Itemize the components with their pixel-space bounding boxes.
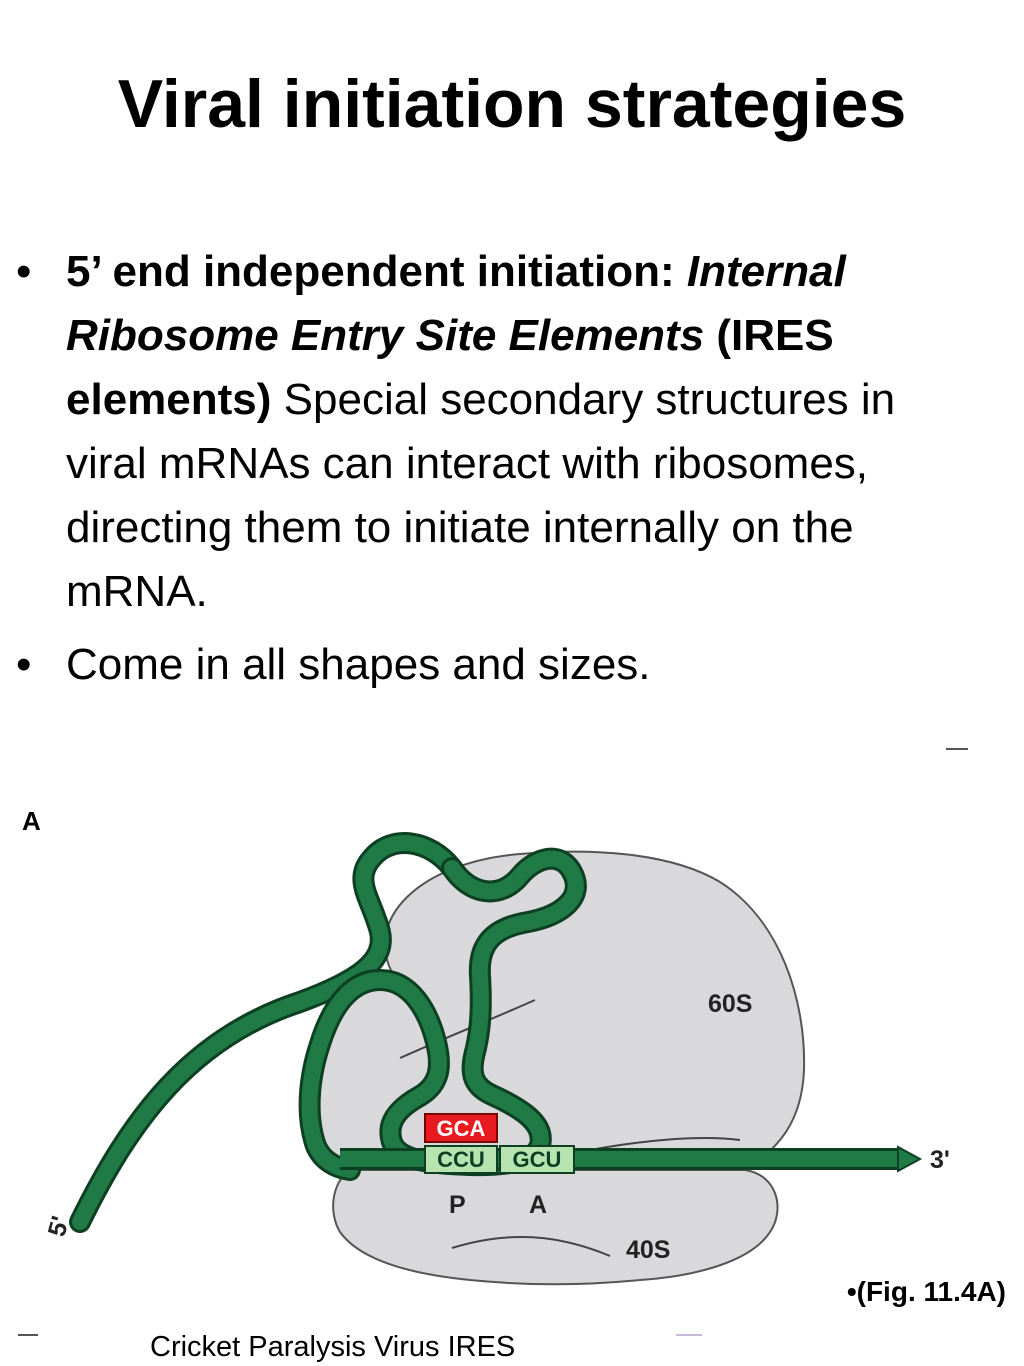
- ires-diagram: A GCA CCU GCU 60S 40S P A 3' 5': [22, 806, 950, 1286]
- decorative-dash: [18, 1334, 38, 1336]
- label-3prime-end: 3': [930, 1146, 950, 1174]
- bullet-abbrev: (IRES elements): [66, 311, 834, 424]
- codon-label-ccu: CCU: [437, 1147, 485, 1172]
- mrna-3prime-arrowhead: [897, 1145, 923, 1173]
- ribosome-40s-subunit: [332, 1169, 779, 1286]
- bullet-item-shapes: Come in all shapes and sizes.: [16, 633, 966, 697]
- decorative-dash: [676, 1334, 702, 1336]
- label-60s: 60S: [708, 990, 752, 1018]
- codon-label-gca: GCA: [437, 1116, 486, 1141]
- label-40s: 40S: [626, 1236, 670, 1264]
- codon-box-ccu: [424, 1145, 498, 1174]
- mrna-5prime-strand-fill: [72, 835, 460, 1230]
- bullet-list: 5’ end independent initiation: Internal …: [16, 240, 966, 706]
- panel-letter: A: [22, 806, 41, 836]
- slide-title: Viral initiation strategies: [117, 66, 907, 142]
- ribosome-fold-line: [451, 1236, 611, 1257]
- bullet-shapes-text: Come in all shapes and sizes.: [66, 640, 651, 689]
- bullet-lead: 5’ end independent initiation:: [66, 247, 675, 296]
- label-5prime-end: 5': [43, 1213, 75, 1239]
- bullet-italic-term: Internal Ribosome Entry Site Elements: [66, 247, 846, 360]
- ribosome-fold-line: [399, 999, 536, 1059]
- figure-caption: Cricket Paralysis Virus IRES: [150, 1331, 516, 1363]
- codon-box-gca: [424, 1113, 498, 1143]
- decorative-dash: [946, 748, 968, 750]
- codon-box-gcu: [499, 1145, 575, 1174]
- figure-reference: •(Fig. 11.4A): [846, 1276, 1006, 1307]
- label-p-site: P: [449, 1191, 466, 1219]
- bullet-item-ires: 5’ end independent initiation: Internal …: [16, 240, 966, 624]
- bullet-body: Special secondary structures in viral mR…: [66, 375, 896, 616]
- codon-label-gcu: GCU: [513, 1147, 562, 1172]
- label-a-site: A: [529, 1191, 547, 1219]
